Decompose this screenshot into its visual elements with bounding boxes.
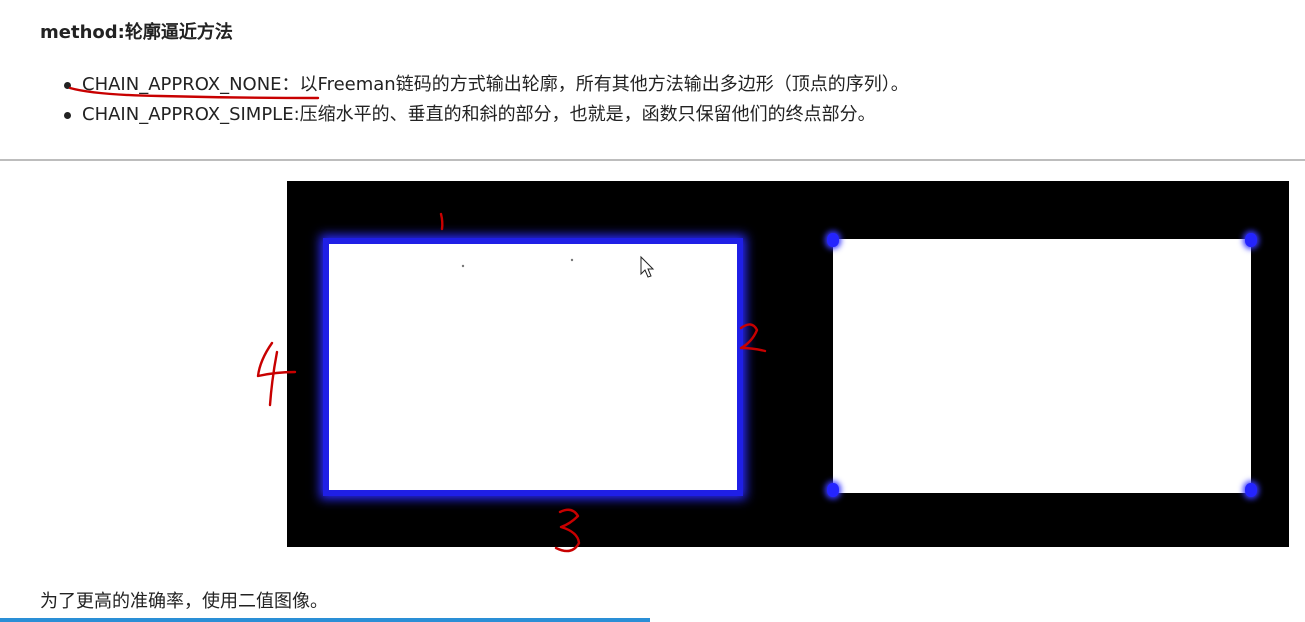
full-contour-rectangle — [323, 238, 743, 496]
video-progress-bar[interactable] — [0, 618, 650, 622]
corner-point-bottom-right — [1245, 483, 1257, 497]
method-description: 以Freeman链码的方式输出轮廓，所有其他方法输出多边形（顶点的序列）。 — [299, 74, 909, 95]
contour-comparison-figure — [287, 181, 1289, 547]
corner-point-bottom-left — [827, 483, 839, 497]
corner-point-top-left — [827, 233, 839, 247]
footer-note: 为了更高的准确率，使用二值图像。 — [40, 591, 328, 612]
method-name: CHAIN_APPROX_SIMPLE — [82, 104, 294, 125]
method-separator: : — [293, 104, 300, 125]
corner-point-top-right — [1245, 233, 1257, 247]
method-heading: method:轮廓逼近方法 — [40, 22, 233, 43]
bullet-icon — [64, 82, 71, 89]
section-divider — [0, 159, 1305, 161]
simplified-contour-rectangle — [833, 239, 1251, 493]
method-name: CHAIN_APPROX_NONE — [82, 74, 282, 95]
list-item-chain-approx-simple: CHAIN_APPROX_SIMPLE:压缩水平的、垂直的和斜的部分，也就是，函… — [62, 100, 909, 130]
list-item-chain-approx-none: CHAIN_APPROX_NONE：以Freeman链码的方式输出轮廓，所有其他… — [62, 70, 909, 100]
method-list: CHAIN_APPROX_NONE：以Freeman链码的方式输出轮廓，所有其他… — [62, 70, 909, 130]
method-description: 压缩水平的、垂直的和斜的部分，也就是，函数只保留他们的终点部分。 — [299, 104, 876, 125]
bullet-icon — [64, 112, 71, 119]
method-separator: ： — [281, 74, 300, 95]
